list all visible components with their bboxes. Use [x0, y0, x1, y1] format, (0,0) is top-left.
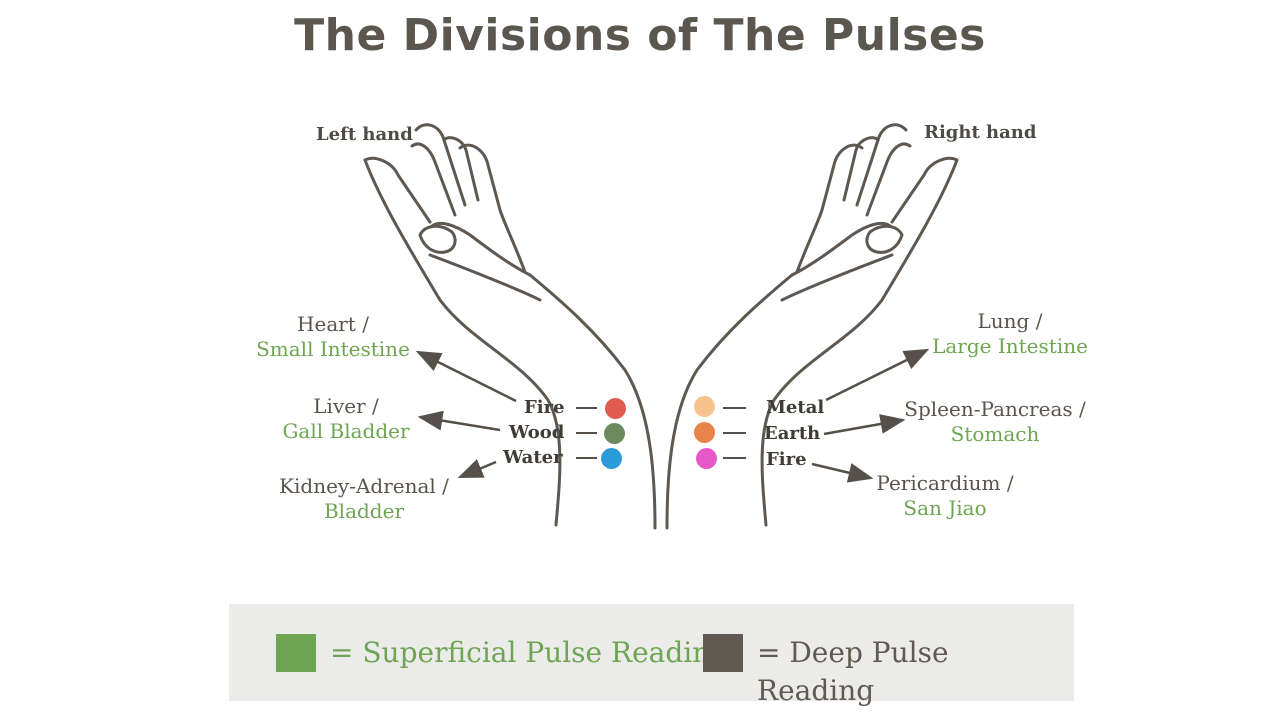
superficial-label: Gall Bladder: [282, 419, 410, 443]
deep-label: Kidney-Adrenal /: [279, 474, 449, 498]
organ-kidney-bladder: Kidney-Adrenal / Bladder: [264, 474, 464, 524]
deep-legend-text: = Deep Pulse Reading: [757, 636, 949, 707]
arrow-earth-right: [823, 414, 906, 436]
deep-label: Spleen-Pancreas /: [904, 397, 1086, 421]
left-hand-label: Left hand: [316, 124, 413, 145]
superficial-label: Bladder: [323, 499, 405, 523]
element-water: Water: [503, 447, 563, 468]
water-dot: [601, 448, 622, 469]
element-metal: Metal: [766, 397, 825, 418]
arrow-fire-right: [811, 462, 874, 483]
organ-heart-small-intestine: Heart / Small Intestine: [248, 312, 418, 362]
arrow-wood-left: [417, 410, 501, 432]
element-wood: Wood: [509, 422, 565, 443]
element-fire-right: Fire: [766, 449, 807, 470]
page-title: The Divisions of The Pulses: [294, 10, 986, 61]
fire-dot: [605, 398, 626, 419]
superficial-legend-text: = Superficial Pulse Reading: [330, 636, 729, 669]
element-earth: Earth: [764, 423, 821, 444]
organ-lung-large-intestine: Lung / Large Intestine: [925, 309, 1095, 359]
element-fire-left: Fire: [524, 397, 565, 418]
right-hand-drawing: [665, 123, 959, 530]
wood-dot: [604, 423, 625, 444]
deep-swatch: [703, 634, 743, 672]
arrow-water-left: [457, 459, 497, 479]
superficial-swatch: [276, 634, 316, 672]
arrow-metal-right: [825, 348, 930, 402]
deep-label: Heart /: [297, 312, 369, 336]
deep-label: Liver /: [313, 394, 379, 418]
superficial-label: Small Intestine: [256, 337, 410, 361]
left-hand-drawing: [363, 123, 657, 530]
organ-liver-gall-bladder: Liver / Gall Bladder: [266, 394, 426, 444]
fire-dot-right: [696, 448, 717, 469]
legend: = Superficial Pulse Reading = Deep Pulse…: [229, 604, 1074, 707]
right-hand-label: Right hand: [924, 122, 1037, 143]
arrow-fire-left: [415, 350, 517, 403]
metal-dot: [694, 396, 715, 417]
deep-label: Pericardium /: [876, 471, 1014, 495]
deep-label: Lung /: [977, 309, 1043, 333]
earth-dot: [694, 422, 715, 443]
superficial-label: Stomach: [950, 422, 1040, 446]
organ-spleen-stomach: Spleen-Pancreas / Stomach: [900, 397, 1090, 447]
superficial-label: Large Intestine: [932, 334, 1088, 358]
organ-pericardium-san-jiao: Pericardium / San Jiao: [870, 471, 1020, 521]
superficial-label: San Jiao: [903, 496, 987, 520]
